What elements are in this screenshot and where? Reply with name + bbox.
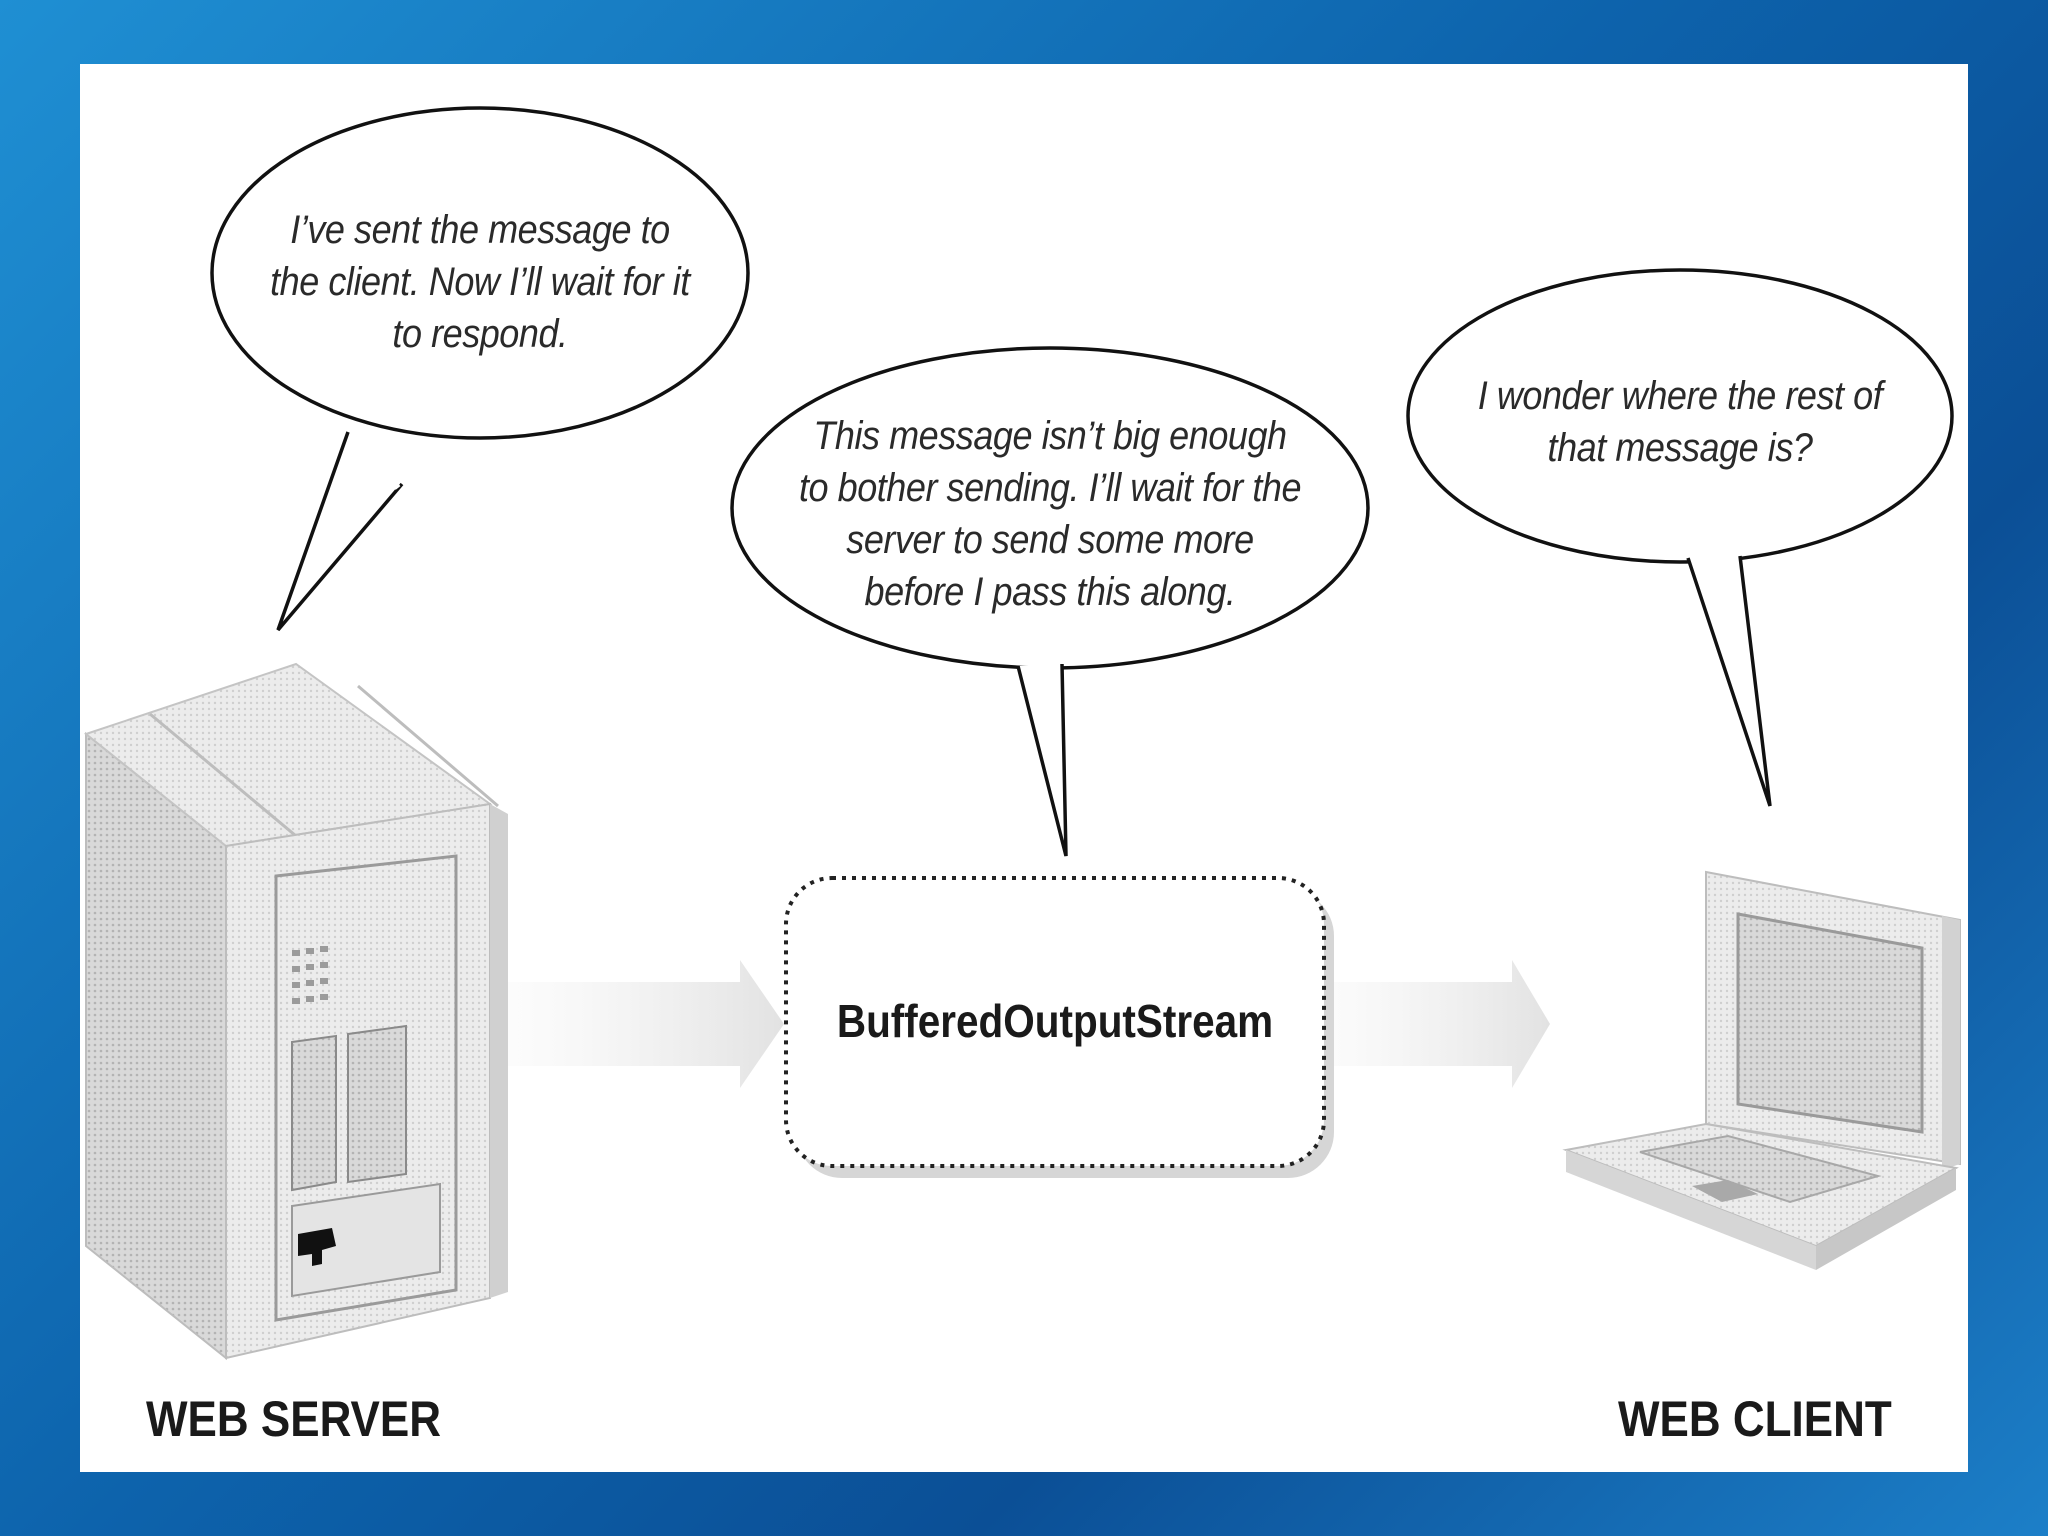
buffer-box xyxy=(784,876,1334,1178)
arrow-buffer-to-client xyxy=(1312,960,1550,1088)
speech-bubble-client xyxy=(1406,268,1954,807)
server-bubble-text: I’ve sent the message to the client. Now… xyxy=(270,208,690,356)
speech-bubble-server xyxy=(210,106,750,632)
arrow-server-to-buffer xyxy=(500,960,784,1088)
diagram-panel: I’ve sent the message to the client. Now… xyxy=(80,64,1968,1472)
web-server-label: WEB SERVER xyxy=(146,1391,442,1447)
laptop-icon xyxy=(1562,870,1961,1270)
buffer-label: BufferedOutputStream xyxy=(836,995,1274,1047)
web-client-label: WEB CLIENT xyxy=(1618,1391,1892,1447)
speech-bubble-buffer xyxy=(730,346,1370,857)
server-tower-icon xyxy=(83,662,508,1361)
client-bubble-text: I wonder where the rest of that message … xyxy=(1477,374,1883,470)
buffer-bubble-text: This message isn’t big enough to bother … xyxy=(798,414,1302,614)
